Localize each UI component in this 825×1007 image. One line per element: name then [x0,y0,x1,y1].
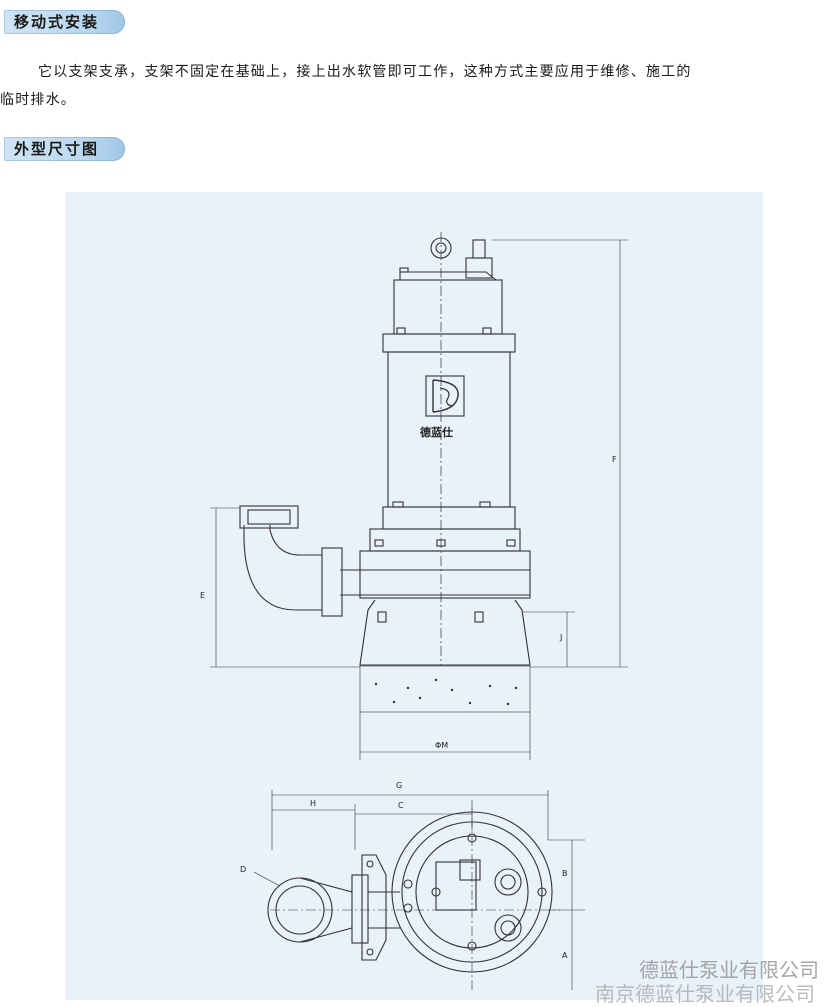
brand-text: 德蓝仕 [419,425,453,439]
dim-label-d: D [240,865,246,874]
dim-label-e: E [200,591,205,600]
watermark-company-full: 南京德蓝仕泵业有限公司 [595,982,815,1006]
dimension-drawing-panel [65,192,763,1000]
dimension-labels: F E J ΦM G H C D B A 德蓝仕 [200,425,617,960]
dim-label-b: B [562,869,568,878]
lower-flange [382,506,516,530]
section-heading-mobile-installation: 移动式安装 [4,10,126,34]
dim-label-a: A [562,951,568,960]
motor-junction-box [435,861,477,911]
description-paragraph: 它以支架支承，支架不固定在基础上，接上出水软管即可工作，这种方式主要应用于维修、… [0,58,822,114]
ground-base [359,665,531,713]
brand-logo [425,375,465,417]
dim-label-g: G [396,781,402,790]
dim-label-m: ΦM [435,741,448,750]
ground-hatch [374,678,518,706]
cable-gland [465,257,493,279]
dim-label-j: J [559,633,562,642]
outlet-elbow [269,525,322,556]
support-stand [359,599,531,666]
dim-label-c: C [398,801,404,810]
hose-connector [239,505,299,529]
volute-casing [359,550,531,599]
dim-label-h: H [310,799,316,808]
motor-top-cover [393,279,503,335]
cable-entry-1 [494,868,522,896]
description-line-1: 它以支架支承，支架不固定在基础上，接上出水软管即可工作，这种方式主要应用于维修、… [38,64,692,80]
outlet-flange [321,547,343,617]
section-heading-dimension-drawing: 外型尺寸图 [4,137,126,161]
upper-flange [382,333,516,353]
outlet-flange-plan [351,874,369,944]
watermark-company: 德蓝仕泵业有限公司 [639,958,819,982]
description-line-2: 临时排水。 [0,92,76,108]
dim-label-f: F [612,455,617,464]
cable-entry-2 [494,914,522,942]
